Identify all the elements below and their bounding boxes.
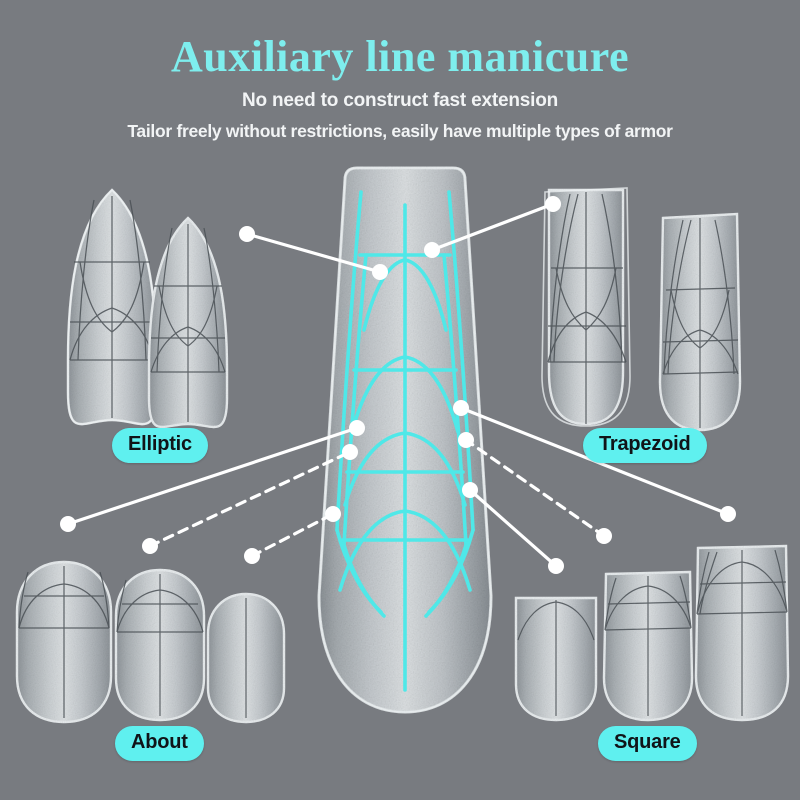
center-nail[interactable]	[317, 166, 493, 714]
nail-trapezoid-1[interactable]	[541, 187, 631, 427]
label-badge-about[interactable]: About	[115, 726, 204, 761]
label-badge-elliptic[interactable]: Elliptic	[112, 428, 208, 463]
connector-c1	[239, 226, 388, 280]
connector-c2	[424, 196, 561, 258]
center-nail-guides	[335, 190, 475, 692]
nail-group-square[interactable]	[514, 544, 790, 722]
nail-trapezoid-2[interactable]	[658, 212, 742, 432]
nail-about-1[interactable]	[15, 560, 113, 724]
nail-group-trapezoid[interactable]	[541, 187, 742, 432]
connector-c8	[462, 482, 564, 574]
connector-c7	[458, 432, 612, 544]
nail-square-2[interactable]	[602, 570, 694, 722]
nail-square-3[interactable]	[694, 544, 790, 722]
nail-elliptic-2[interactable]	[147, 216, 229, 429]
nail-about-2[interactable]	[114, 568, 206, 722]
connector-c5	[244, 506, 341, 564]
connector-c3	[60, 420, 365, 532]
nail-about-3[interactable]	[206, 592, 286, 724]
nail-square-1[interactable]	[514, 596, 598, 722]
nail-elliptic-1[interactable]	[66, 188, 158, 426]
connector-c4	[142, 444, 358, 554]
label-badge-trapezoid[interactable]: Trapezoid	[583, 428, 707, 463]
nail-group-about[interactable]	[15, 560, 286, 724]
label-badge-square[interactable]: Square	[598, 726, 697, 761]
nail-group-elliptic[interactable]	[66, 188, 229, 429]
